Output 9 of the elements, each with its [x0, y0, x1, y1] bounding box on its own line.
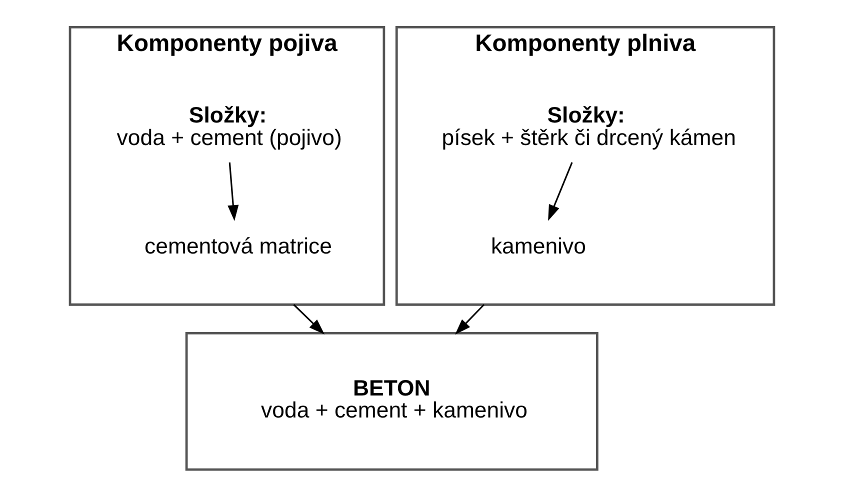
node-text: Složky: písek + štěrk či drcený kámen: [442, 102, 736, 150]
arrow: [293, 304, 325, 335]
node-text: cementová matrice: [144, 233, 332, 258]
node-text: Složky: voda + cement (pojivo): [116, 102, 342, 150]
arrow: [228, 162, 239, 221]
arrow: [548, 162, 573, 221]
node-box: BETON voda + cement + kamenivo: [185, 332, 598, 471]
node-text: kamenivo: [490, 233, 586, 258]
arrow: [454, 304, 485, 335]
